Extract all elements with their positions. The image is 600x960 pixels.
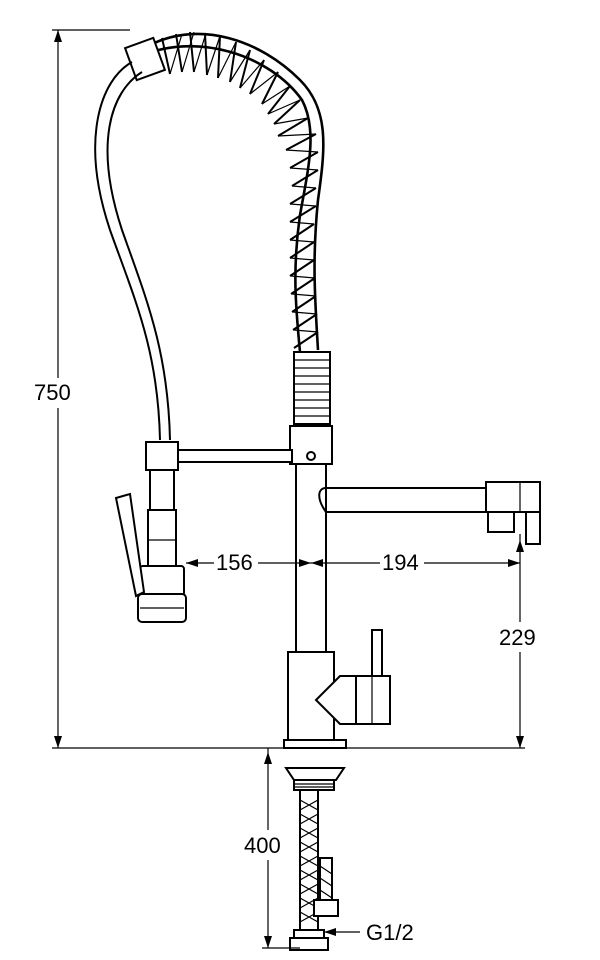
connection-label: G1/2 <box>366 920 414 945</box>
spray-head <box>114 441 187 623</box>
dimension-hose-length: 400 <box>240 748 300 949</box>
dimension-label-400: 400 <box>244 833 281 858</box>
main-column <box>175 425 333 655</box>
dimension-label-229: 229 <box>499 625 536 650</box>
spring-coil <box>123 31 325 353</box>
connection-callout: G1/2 <box>324 920 414 945</box>
supply-hoses <box>289 789 339 951</box>
dimension-total-height: 750 <box>30 29 525 749</box>
dimension-label-750: 750 <box>34 380 71 405</box>
dimension-spout-reach: 156 194 <box>186 534 521 748</box>
dimension-label-156: 156 <box>216 550 253 575</box>
mixer-body <box>283 629 391 749</box>
pull-down-hose <box>94 61 171 441</box>
spring-base <box>293 351 331 425</box>
dimension-spout-height: 229 <box>497 540 543 748</box>
swivel-spout <box>318 481 541 545</box>
dimension-label-194: 194 <box>382 550 419 575</box>
mounting-shank <box>284 767 346 791</box>
